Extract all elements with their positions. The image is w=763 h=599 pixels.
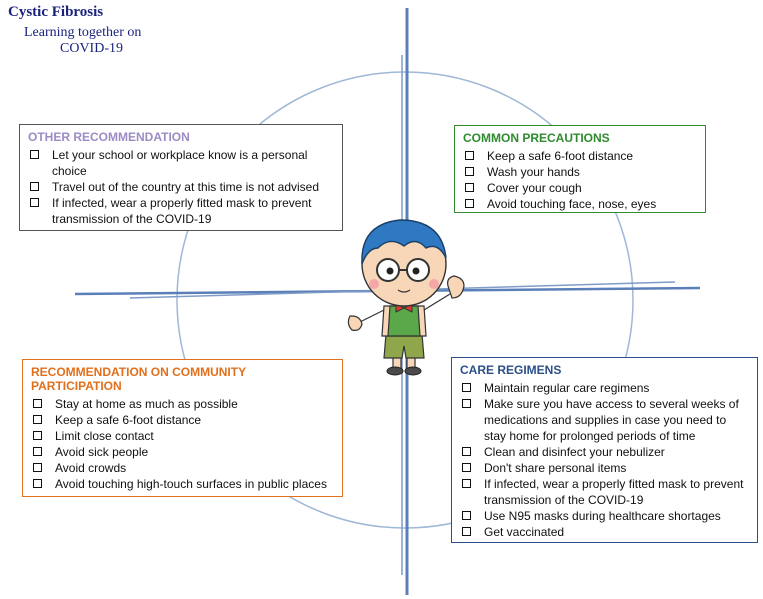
list-item: Avoid touching high-touch surfaces in pu… bbox=[31, 476, 334, 492]
list-item: Avoid sick people bbox=[31, 444, 334, 460]
page-title: Cystic Fibrosis bbox=[8, 4, 104, 20]
list-item: Wash your hands bbox=[463, 164, 697, 180]
community-participation-box: RECOMMENDATION ON COMMUNITY PARTICIPATIO… bbox=[22, 359, 343, 497]
common-precautions-box: COMMON PRECAUTIONS Keep a safe 6-foot di… bbox=[454, 125, 706, 213]
cartoon-boy-icon bbox=[347, 219, 465, 376]
other-recommendation-title: OTHER RECOMMENDATION bbox=[28, 130, 190, 144]
care-regimens-title: CARE REGIMENS bbox=[460, 363, 562, 377]
other-recommendation-list: Let your school or workplace know is a p… bbox=[28, 147, 334, 227]
other-recommendation-box: OTHER RECOMMENDATION Let your school or … bbox=[19, 124, 343, 231]
list-item: Keep a safe 6-foot distance bbox=[463, 148, 697, 164]
list-item: Clean and disinfect your nebulizer bbox=[460, 444, 749, 460]
checkbox-icon bbox=[33, 415, 42, 424]
list-item: Avoid touching face, nose, eyes bbox=[463, 196, 697, 212]
checkbox-icon bbox=[462, 399, 471, 408]
checkbox-icon bbox=[33, 431, 42, 440]
checkbox-icon bbox=[30, 150, 39, 159]
list-item: Limit close contact bbox=[31, 428, 334, 444]
list-item: Let your school or workplace know is a p… bbox=[28, 147, 334, 179]
checkbox-icon bbox=[30, 182, 39, 191]
list-item: Make sure you have access to several wee… bbox=[460, 396, 749, 444]
community-participation-title: RECOMMENDATION ON COMMUNITY PARTICIPATIO… bbox=[31, 365, 246, 393]
common-precautions-title: COMMON PRECAUTIONS bbox=[463, 131, 610, 145]
list-item: Stay at home as much as possible bbox=[31, 396, 334, 412]
checkbox-icon bbox=[465, 167, 474, 176]
checkbox-icon bbox=[462, 383, 471, 392]
checkbox-icon bbox=[465, 151, 474, 160]
checkbox-icon bbox=[462, 527, 471, 536]
list-item: Keep a safe 6-foot distance bbox=[31, 412, 334, 428]
checkbox-icon bbox=[30, 198, 39, 207]
care-regimens-list: Maintain regular care regimens Make sure… bbox=[460, 380, 749, 540]
checkbox-icon bbox=[33, 399, 42, 408]
checkbox-icon bbox=[33, 463, 42, 472]
page-subtitle-line2: COVID-19 bbox=[60, 41, 123, 56]
checkbox-icon bbox=[33, 447, 42, 456]
checkbox-icon bbox=[462, 463, 471, 472]
list-item: Don't share personal items bbox=[460, 460, 749, 476]
list-item: If infected, wear a properly fitted mask… bbox=[460, 476, 749, 508]
common-precautions-list: Keep a safe 6-foot distance Wash your ha… bbox=[463, 148, 697, 212]
list-item: Avoid crowds bbox=[31, 460, 334, 476]
care-regimens-box: CARE REGIMENS Maintain regular care regi… bbox=[451, 357, 758, 543]
checkbox-icon bbox=[465, 199, 474, 208]
list-item: Maintain regular care regimens bbox=[460, 380, 749, 396]
page-subtitle-line1: Learning together on bbox=[24, 25, 142, 40]
list-item: Get vaccinated bbox=[460, 524, 749, 540]
list-item: Use N95 masks during healthcare shortage… bbox=[460, 508, 749, 524]
checkbox-icon bbox=[462, 447, 471, 456]
list-item: Cover your cough bbox=[463, 180, 697, 196]
checkbox-icon bbox=[33, 479, 42, 488]
list-item: Travel out of the country at this time i… bbox=[28, 179, 334, 195]
center-circle bbox=[176, 71, 634, 529]
list-item: If infected, wear a properly fitted mask… bbox=[28, 195, 334, 227]
header: Cystic Fibrosis Learning together on COV… bbox=[8, 4, 141, 56]
checkbox-icon bbox=[462, 479, 471, 488]
checkbox-icon bbox=[465, 183, 474, 192]
community-participation-list: Stay at home as much as possible Keep a … bbox=[31, 396, 334, 492]
checkbox-icon bbox=[462, 511, 471, 520]
